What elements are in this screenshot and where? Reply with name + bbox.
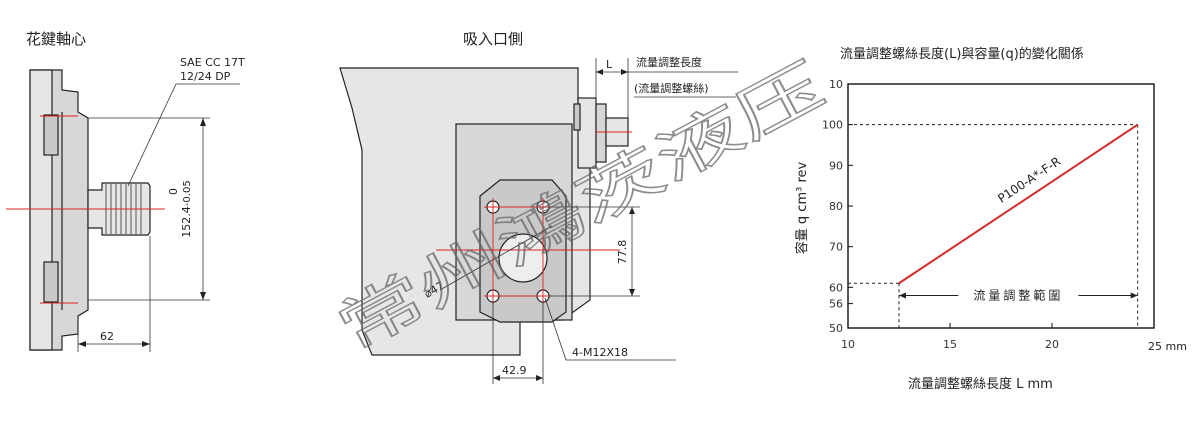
y-tick-label-70: 70 (829, 241, 843, 254)
adjust-range-label: 流量調整範圍 (973, 287, 1063, 302)
chart-guides: 流量調整範圍 (848, 124, 1139, 328)
height-dimension-value: 152.4-0.05 (180, 180, 193, 237)
lock-nut (595, 103, 607, 163)
y-tick-label-100: 100 (822, 119, 843, 132)
y-tick-label-50: 50 (829, 322, 843, 335)
y-tick-label-60: 60 (829, 281, 843, 294)
x-tick-label-15: 15 (943, 338, 957, 351)
width-dimension-value: 62 (100, 330, 114, 343)
pump-housing-section (29, 69, 53, 351)
spline-spec-line2: 12/24 DP (180, 70, 231, 83)
bore-diameter-leader (439, 225, 553, 291)
spline-shaft-title: 花鍵軸心 (26, 30, 86, 48)
flange-detail-upper (43, 114, 59, 156)
x-axis-unit-label: 25 mm (1148, 340, 1187, 353)
height-tolerance-upper: 0 (167, 188, 180, 195)
chart-title: 流量調整螺絲長度(L)與容量(q)的變化關係 (840, 46, 1084, 62)
y-axis-ticks: 50 56 60 70 80 90 100 10 (822, 78, 853, 335)
adjust-range-label-bg (958, 285, 1079, 304)
chart-series: P100-A*-F-R (898, 123, 1139, 285)
y-axis-title: 容量 q cm³ rev (794, 161, 810, 254)
L-dimension-label: L (606, 58, 613, 71)
y-tick-label-56: 56 (829, 298, 843, 311)
suction-port-view: 吸入口側 ⌀47 L 流量調整長 (339, 30, 738, 384)
y-tick-label-90: 90 (829, 159, 843, 172)
flow-adjustment-chart: 流量調整螺絲長度(L)與容量(q)的變化關係 50 56 60 70 80 90 100 10… (794, 46, 1187, 392)
adjuster-seal (573, 103, 581, 131)
vertical-dimension-value: 77.8 (616, 240, 629, 265)
series-line-p100 (898, 123, 1139, 285)
x-tick-label-20: 20 (1045, 338, 1059, 351)
adjuster-base (577, 97, 597, 169)
suction-port-title: 吸入口側 (463, 30, 523, 48)
bolt-spec-label: 4-M12X18 (572, 346, 628, 359)
flange-detail-lower (43, 261, 59, 303)
horizontal-dimension-value: 42.9 (502, 364, 527, 377)
x-axis-title: 流量調整螺絲長度 L mm (908, 376, 1053, 392)
x-axis-ticks: 10 15 20 (841, 323, 1059, 351)
spline-shaft-view: 花鍵軸心 SAE CC 17T 12/24 DP (6, 30, 245, 352)
adjust-screw-label: (流量調整螺絲) (634, 81, 709, 95)
y-tick-label-80: 80 (829, 200, 843, 213)
adjust-length-label: 流量調整長度 (636, 55, 702, 69)
x-tick-label-10: 10 (841, 338, 855, 351)
spline-spec-line1: SAE CC 17T (180, 56, 245, 69)
y-tick-label-110: 10 (829, 78, 843, 91)
suction-port-bore (498, 233, 548, 283)
